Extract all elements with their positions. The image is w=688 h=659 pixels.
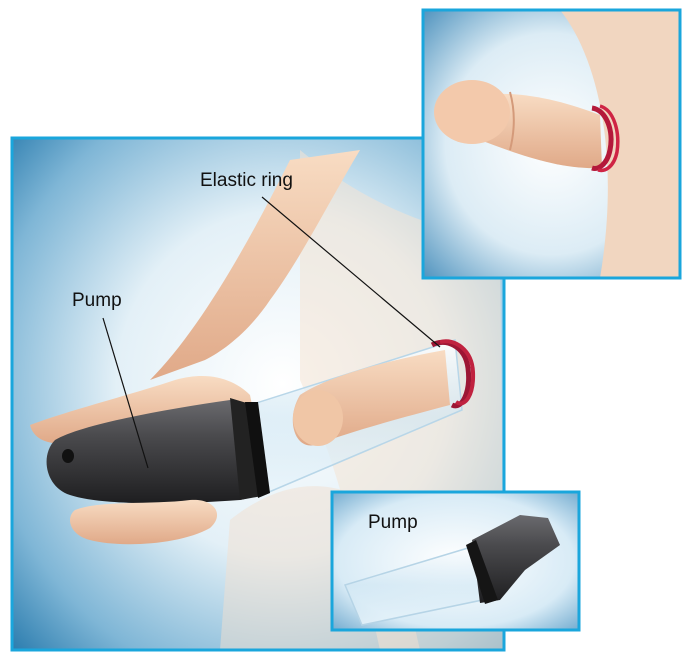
inset-ring-panel [423, 10, 680, 278]
elastic-ring-label: Elastic ring [200, 170, 293, 192]
inset-glans [434, 80, 510, 144]
pump-label: Pump [72, 290, 122, 312]
inset-pump-label: Pump [368, 512, 418, 534]
glans [293, 390, 343, 446]
